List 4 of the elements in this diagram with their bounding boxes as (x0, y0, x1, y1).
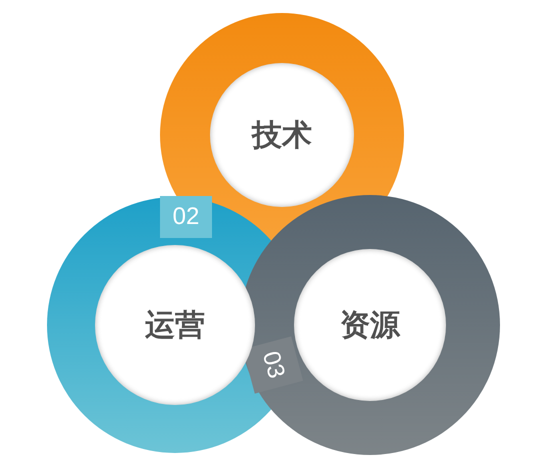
circle-label: 技术 (252, 118, 312, 154)
section-number: 02 (160, 196, 212, 238)
circle-label: 运营 (145, 308, 205, 344)
circle-label: 资源 (340, 308, 400, 344)
